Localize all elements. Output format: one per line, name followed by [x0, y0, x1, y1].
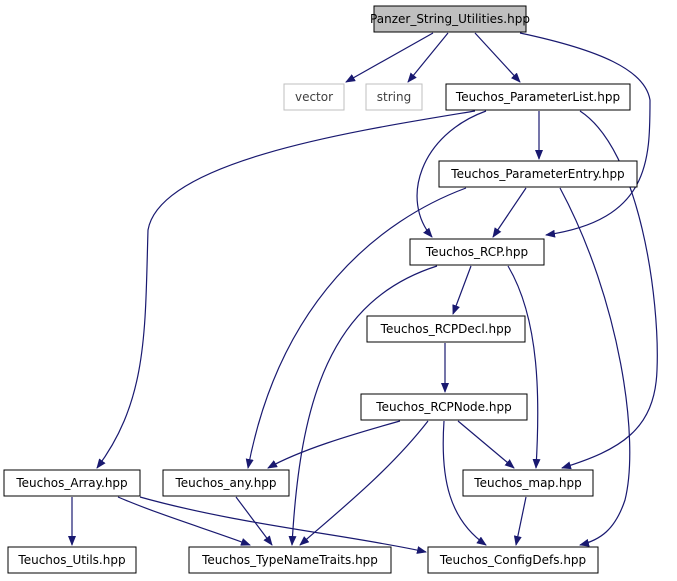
- node-paramentry[interactable]: Teuchos_ParameterEntry.hpp: [438, 160, 638, 188]
- edge-paramlist-to-rcp: [416, 110, 487, 238]
- node-label-vector: vector: [295, 90, 333, 104]
- edge-rcpnode-to-typenametraits: [299, 420, 429, 546]
- node-utils[interactable]: Teuchos_Utils.hpp: [7, 546, 137, 574]
- edge-paramentry-to-any: [245, 187, 467, 469]
- node-label-paramlist: Teuchos_ParameterList.hpp: [455, 90, 620, 104]
- node-panzer[interactable]: Panzer_String_Utilities.hpp: [370, 5, 530, 33]
- node-box-vector: [283, 83, 345, 111]
- edge-rcpnode-to-any: [267, 420, 401, 469]
- node-box-utils: [7, 546, 137, 574]
- node-box-map: [462, 469, 594, 497]
- node-rcpdecl[interactable]: Teuchos_RCPDecl.hpp: [366, 315, 526, 343]
- node-label-typenametraits: Teuchos_TypeNameTraits.hpp: [201, 553, 378, 567]
- edge-array-to-typenametraits: [117, 496, 251, 546]
- edge-rcpnode-to-configdefs: [442, 420, 487, 546]
- edge-panzer-to-paramlist: [474, 32, 521, 83]
- edge-array-to-configdefs: [139, 496, 427, 554]
- node-box-array: [3, 469, 141, 497]
- node-box-configdefs: [427, 546, 599, 574]
- node-box-string: [365, 83, 423, 111]
- node-label-rcpdecl: Teuchos_RCPDecl.hpp: [380, 322, 512, 336]
- edge-panzer-to-rcp: [519, 32, 651, 238]
- edge-rcp-to-rcpdecl: [452, 265, 472, 315]
- node-label-utils: Teuchos_Utils.hpp: [17, 553, 125, 567]
- node-box-rcpnode: [360, 393, 528, 421]
- edge-paramlist-to-array: [96, 110, 476, 469]
- node-vector: vector: [283, 83, 345, 111]
- node-label-array: Teuchos_Array.hpp: [15, 476, 127, 490]
- node-label-configdefs: Teuchos_ConfigDefs.hpp: [439, 553, 586, 567]
- edge-paramentry-to-rcp: [492, 187, 527, 238]
- edge-rcpnode-to-map: [457, 420, 515, 469]
- node-label-rcpnode: Teuchos_RCPNode.hpp: [375, 400, 511, 414]
- node-label-rcp: Teuchos_RCP.hpp: [425, 245, 528, 259]
- node-rcpnode[interactable]: Teuchos_RCPNode.hpp: [360, 393, 528, 421]
- node-map[interactable]: Teuchos_map.hpp: [462, 469, 594, 497]
- node-array[interactable]: Teuchos_Array.hpp: [3, 469, 141, 497]
- node-label-paramentry: Teuchos_ParameterEntry.hpp: [450, 167, 624, 181]
- node-any[interactable]: Teuchos_any.hpp: [162, 469, 290, 497]
- node-box-typenametraits: [188, 546, 392, 574]
- node-rcp[interactable]: Teuchos_RCP.hpp: [409, 238, 545, 266]
- edge-map-to-configdefs: [513, 496, 527, 546]
- node-box-paramentry: [438, 160, 638, 188]
- node-label-string: string: [377, 90, 411, 104]
- edge-paramentry-to-configdefs: [559, 187, 631, 547]
- edge-rcp-to-map: [507, 265, 541, 469]
- node-box-panzer: [373, 5, 527, 33]
- node-box-rcpdecl: [366, 315, 526, 343]
- edge-any-to-typenametraits: [235, 496, 273, 546]
- edge-panzer-to-string: [407, 32, 449, 83]
- node-label-map: Teuchos_map.hpp: [473, 476, 581, 490]
- node-box-any: [162, 469, 290, 497]
- edge-rcp-to-typenametraits: [288, 265, 438, 546]
- node-string: string: [365, 83, 423, 111]
- node-configdefs[interactable]: Teuchos_ConfigDefs.hpp: [427, 546, 599, 574]
- edge-panzer-to-vector: [345, 32, 434, 83]
- node-label-panzer: Panzer_String_Utilities.hpp: [370, 12, 530, 26]
- node-label-any: Teuchos_any.hpp: [174, 476, 276, 490]
- node-box-rcp: [409, 238, 545, 266]
- node-paramlist[interactable]: Teuchos_ParameterList.hpp: [445, 83, 631, 111]
- node-typenametraits[interactable]: Teuchos_TypeNameTraits.hpp: [188, 546, 392, 574]
- node-box-paramlist: [445, 83, 631, 111]
